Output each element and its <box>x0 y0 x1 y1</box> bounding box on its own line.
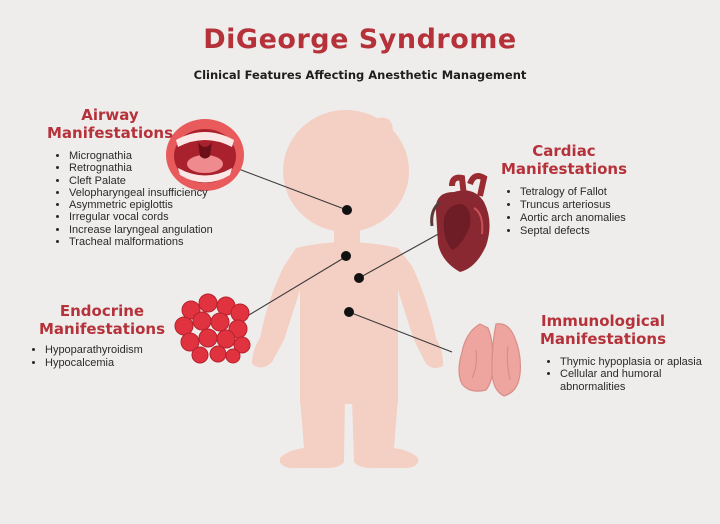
endocrine-heading-line2: Manifestations <box>38 320 165 338</box>
list-item: Cleft Palate <box>69 175 219 187</box>
cardiac-list: Tetralogy of Fallot Truncus arteriosus A… <box>506 186 670 238</box>
list-item: Thymic hypoplasia or aplasia <box>560 356 710 368</box>
airway-heading-line1: Airway <box>81 106 139 124</box>
airway-heading-line2: Manifestations <box>46 124 173 142</box>
mouth-icon <box>166 119 244 191</box>
list-item: Hypoparathyroidism <box>45 344 195 357</box>
immunological-heading-line1: Immunological <box>541 312 665 330</box>
list-item: Asymmetric epiglottis <box>69 199 219 211</box>
immunological-heading-line2: Manifestations <box>539 330 666 348</box>
list-item: Aortic arch anomalies <box>520 212 670 225</box>
airway-list: Micrognathia Retrognathia Cleft Palate V… <box>55 150 219 248</box>
page-subtitle: Clinical Features Affecting Anesthetic M… <box>193 68 527 82</box>
list-item: Cellular and humoral abnormalities <box>560 368 710 393</box>
list-item: Micrognathia <box>69 150 219 162</box>
list-item: Septal defects <box>520 225 670 238</box>
endocrine-heading-line1: Endocrine <box>59 302 145 320</box>
connector-dots <box>341 205 364 317</box>
list-item: Retrognathia <box>69 162 219 174</box>
list-item: Hypocalcemia <box>45 357 195 370</box>
list-item: Tetralogy of Fallot <box>520 186 670 199</box>
cardiac-heading-line2: Manifestations <box>500 160 627 178</box>
immunological-heading: Immunological Manifestations <box>528 312 678 348</box>
airway-heading: Airway Manifestations <box>40 106 180 142</box>
list-item: Velopharyngeal insufficiency <box>69 187 219 199</box>
cardiac-heading-line1: Cardiac <box>532 142 596 160</box>
immunological-list: Thymic hypoplasia or aplasia Cellular an… <box>546 356 710 393</box>
parathyroid-icon <box>174 293 251 364</box>
endocrine-heading: Endocrine Manifestations <box>32 302 172 338</box>
list-item: Irregular vocal cords <box>69 211 219 223</box>
thymus-icon <box>458 323 521 397</box>
page-title: DiGeorge Syndrome <box>203 24 517 55</box>
endocrine-list: Hypoparathyroidism Hypocalcemia <box>31 344 195 370</box>
list-item: Increase laryngeal angulation <box>69 224 219 236</box>
heart-icon <box>430 173 490 272</box>
connector-lines <box>235 167 453 353</box>
list-item: Truncus arteriosus <box>520 199 670 212</box>
cardiac-heading: Cardiac Manifestations <box>494 142 634 178</box>
child-silhouette <box>252 110 444 468</box>
list-item: Tracheal malformations <box>69 236 219 248</box>
